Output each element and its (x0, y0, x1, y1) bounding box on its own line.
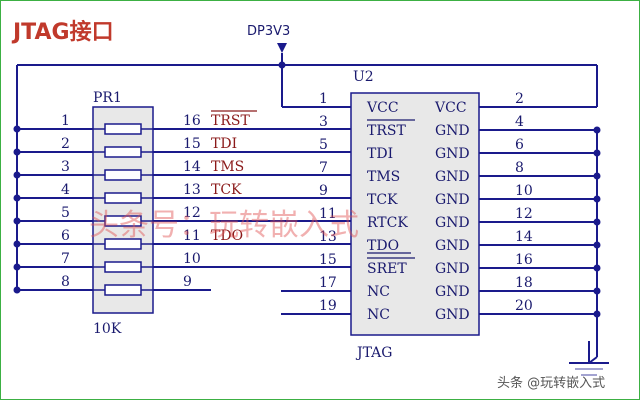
rp-left-pin-6: 6 (61, 228, 70, 244)
conn-pin-2: 2 (515, 91, 524, 107)
vcc-junction-dot (278, 61, 286, 69)
conn-pin-12: 12 (515, 206, 533, 222)
conn-signal-gnd-12: GND (435, 215, 470, 231)
conn-signal-rtck-11: RTCK (367, 215, 408, 231)
power-arrow-icon (277, 43, 287, 53)
rp-right-pin-12: 12 (183, 205, 201, 221)
rp-left-pin-3: 3 (61, 159, 70, 175)
conn-signal-gnd-16: GND (435, 261, 470, 277)
rp-rail-dot-5 (13, 217, 21, 225)
conn-signal-gnd-14: GND (435, 238, 470, 254)
resistor-element-3 (104, 169, 142, 181)
conn-pin-9: 9 (319, 183, 328, 199)
wire-group (13, 53, 601, 364)
conn-pin-11: 11 (319, 206, 337, 222)
resistor-pack-elements: 1 16 TRST 2 15 TDI 3 14 TMS 4 13 TCK 5 12 6 11 TDO 7 10 8 9 (61, 110, 257, 296)
footer-watermark-bg (489, 367, 637, 395)
conn-signal-nc-19: NC (367, 307, 390, 323)
power-net-label: DP3V3 (247, 24, 290, 39)
conn-signal-tdi-5: TDI (367, 146, 393, 162)
conn-pin-17: 17 (319, 275, 337, 291)
conn-signal-gnd-6: GND (435, 146, 470, 162)
rp-rail-dot-3 (13, 171, 21, 179)
conn-pin-7: 7 (319, 160, 328, 176)
conn-pin-6: 6 (515, 137, 524, 153)
conn-signal-sret-15: SRET (367, 261, 407, 277)
rp-left-pin-1: 1 (61, 113, 70, 129)
footer-watermark: 头条 @玩转嵌入式 (497, 375, 605, 391)
resistor-element-2 (104, 146, 142, 158)
rp-right-pin-10: 10 (183, 251, 201, 267)
resistor-pack-body (92, 106, 154, 314)
conn-signal-vcc-1: VCC (366, 100, 399, 116)
conn-signal-gnd-8: GND (435, 169, 470, 185)
conn-signal-gnd-20: GND (435, 307, 470, 323)
jtag-connector-body (350, 92, 480, 336)
conn-pin-1: 1 (319, 91, 328, 107)
resistor-element-1 (104, 123, 142, 135)
resistor-element-7 (104, 261, 142, 273)
rp-right-pin-15: 15 (183, 136, 201, 152)
rp-right-pin-11: 11 (183, 228, 201, 244)
rp-right-pin-14: 14 (183, 159, 201, 175)
net-label-tdo: TDO (211, 228, 243, 244)
rp-left-pin-2: 2 (61, 136, 70, 152)
rp-left-pin-4: 4 (61, 182, 70, 198)
conn-signal-nc-17: NC (367, 284, 390, 300)
conn-pin-3: 3 (319, 114, 328, 130)
conn-pin-5: 5 (319, 137, 328, 153)
rp-right-pin-16: 16 (183, 113, 201, 129)
rp-left-pin-8: 8 (61, 274, 70, 290)
rp-rail-dot-6 (13, 240, 21, 248)
conn-pin-14: 14 (515, 229, 533, 245)
rp-left-pin-5: 5 (61, 205, 70, 221)
conn-pin-8: 8 (515, 160, 524, 176)
conn-pin-18: 18 (515, 275, 533, 291)
conn-pin-15: 15 (319, 252, 337, 268)
conn-pin-13: 13 (319, 229, 337, 245)
conn-signal-gnd-10: GND (435, 192, 470, 208)
resistor-element-4 (104, 192, 142, 204)
rp-rail-dot-8 (13, 286, 21, 294)
rp-rail-dot-2 (13, 148, 21, 156)
resistor-pack-value: 10K (93, 321, 122, 337)
connector-name: JTAG (355, 345, 392, 361)
watermark-text: 头条号：玩转嵌入式 (89, 208, 359, 243)
rp-right-pin-13: 13 (183, 182, 201, 198)
rp-right-pin-9: 9 (183, 274, 192, 290)
conn-pin-19: 19 (319, 298, 337, 314)
conn-signal-vcc-2: VCC (434, 100, 467, 116)
conn-signal-tms-7: TMS (367, 169, 400, 185)
rp-rail-dot-7 (13, 263, 21, 271)
net-label-tdi: TDI (211, 136, 237, 152)
conn-pin-16: 16 (515, 252, 533, 268)
conn-signal-gnd-4: GND (435, 123, 470, 139)
resistor-element-8 (104, 284, 142, 296)
rp-rail-dot-4 (13, 194, 21, 202)
conn-signal-trst-3: TRST (367, 123, 406, 139)
conn-signal-tdo-13: TDO (367, 238, 399, 254)
connector-ref: U2 (353, 69, 374, 85)
resistor-pack-ref: PR1 (93, 90, 122, 106)
net-label-trst: TRST (211, 113, 250, 129)
conn-signal-gnd-18: GND (435, 284, 470, 300)
conn-pin-10: 10 (515, 183, 533, 199)
conn-pin-20: 20 (515, 298, 533, 314)
diagram-title: JTAG接口 (11, 20, 114, 45)
conn-pin-4: 4 (515, 114, 524, 130)
net-label-tms: TMS (211, 159, 244, 175)
net-label-tck: TCK (211, 182, 242, 198)
rp-left-pin-7: 7 (61, 251, 70, 267)
rp-rail-dot-1 (13, 125, 21, 133)
conn-signal-tck-9: TCK (367, 192, 398, 208)
